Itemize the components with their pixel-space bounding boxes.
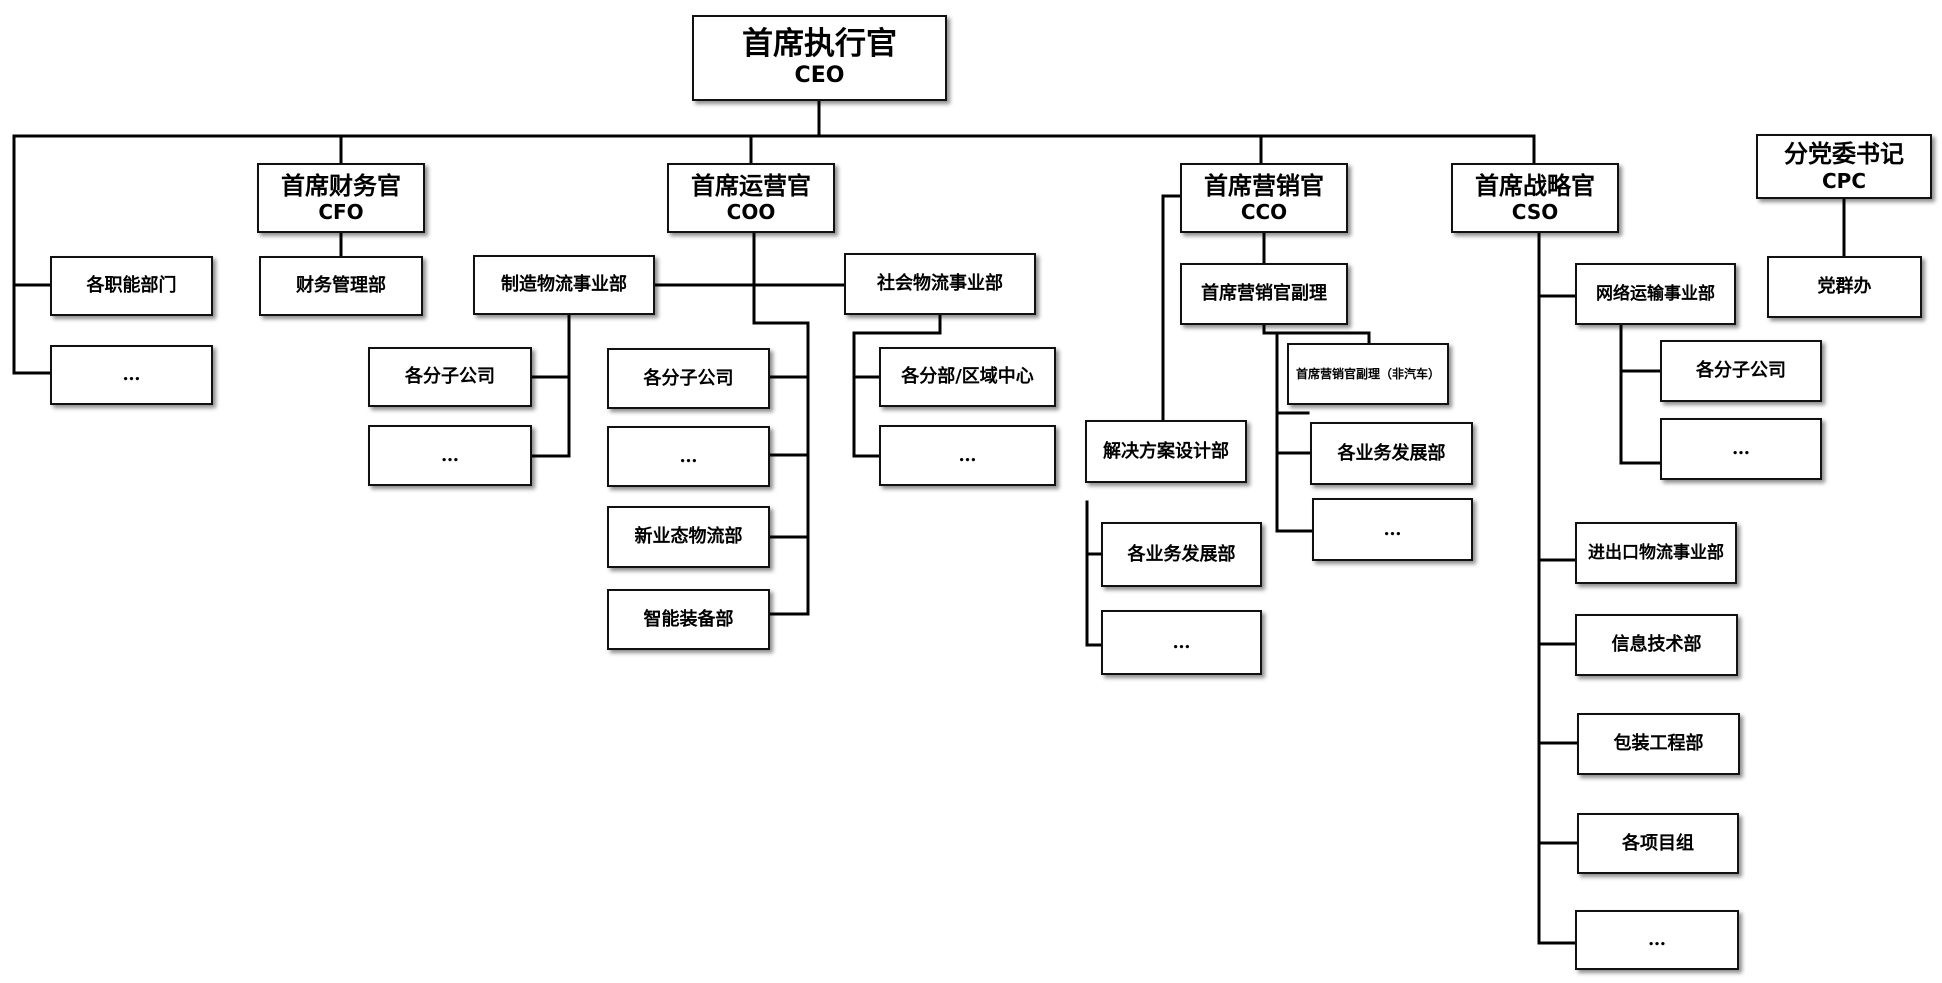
coo-abbr: COO xyxy=(726,200,776,225)
ceo-box[interactable]: 首席执行官 CEO xyxy=(692,15,947,101)
smart-equip-box[interactable]: 智能装备部 xyxy=(607,589,770,650)
cso-box[interactable]: 首席战略官 CSO xyxy=(1451,163,1619,233)
func-depts-box[interactable]: 各职能部门 xyxy=(50,256,213,316)
ceo-more-label: … xyxy=(122,364,141,386)
cfo-abbr: CFO xyxy=(318,200,364,225)
cso-more-box[interactable]: … xyxy=(1575,910,1739,970)
cco-deputy-box[interactable]: 首席营销官副理 xyxy=(1180,263,1348,325)
nonauto-biz-dev-label: 各业务发展部 xyxy=(1337,442,1446,464)
social-branches-box[interactable]: 各分部/区域中心 xyxy=(879,347,1056,407)
cco-box[interactable]: 首席营销官 CCO xyxy=(1180,163,1348,233)
nonauto-more-box[interactable]: … xyxy=(1312,498,1473,561)
mfg-subs-label: 各分子公司 xyxy=(405,366,495,388)
coo-box[interactable]: 首席运营官 COO xyxy=(667,163,835,233)
ceo-more-box[interactable]: … xyxy=(50,345,213,405)
coo-subs-label: 各分子公司 xyxy=(643,367,734,389)
packaging-label: 包装工程部 xyxy=(1613,733,1704,755)
projects-box[interactable]: 各项目组 xyxy=(1577,813,1739,874)
social-more-label: … xyxy=(958,444,977,466)
social-logistics-label: 社会物流事业部 xyxy=(877,273,1003,295)
cco-deputy-nonauto-box[interactable]: 首席营销官副理（非汽车） xyxy=(1287,343,1449,405)
func-depts-label: 各职能部门 xyxy=(86,275,177,297)
coo-subs-box[interactable]: 各分子公司 xyxy=(607,348,770,409)
cco-abbr: CCO xyxy=(1240,200,1288,225)
nonauto-more-label: … xyxy=(1383,518,1402,540)
network-transport-box[interactable]: 网络运输事业部 xyxy=(1575,263,1736,325)
cpc-abbr: CPC xyxy=(1821,168,1866,193)
party-office-label: 党群办 xyxy=(1817,276,1872,298)
party-office-box[interactable]: 党群办 xyxy=(1767,256,1922,318)
cfo-title: 首席财务官 xyxy=(281,171,401,200)
mfg-subs-box[interactable]: 各分子公司 xyxy=(368,347,532,407)
new-biz-box[interactable]: 新业态物流部 xyxy=(607,506,770,568)
cpc-title: 分党委书记 xyxy=(1784,140,1904,169)
packaging-box[interactable]: 包装工程部 xyxy=(1577,713,1740,775)
social-branches-label: 各分部/区域中心 xyxy=(901,366,1034,388)
cco-more-label: … xyxy=(1172,631,1191,653)
net-more-box[interactable]: … xyxy=(1660,418,1822,480)
cco-deputy-nonauto-label: 首席营销官副理（非汽车） xyxy=(1295,366,1440,381)
solution-design-box[interactable]: 解决方案设计部 xyxy=(1085,420,1247,483)
import-export-box[interactable]: 进出口物流事业部 xyxy=(1575,522,1737,584)
coo-title: 首席运营官 xyxy=(691,171,811,200)
smart-equip-label: 智能装备部 xyxy=(643,608,734,630)
net-subs-box[interactable]: 各分子公司 xyxy=(1660,340,1822,402)
it-dept-label: 信息技术部 xyxy=(1611,634,1702,656)
social-more-box[interactable]: … xyxy=(879,425,1056,486)
cso-abbr: CSO xyxy=(1511,200,1559,225)
cso-more-label: … xyxy=(1648,929,1666,951)
network-transport-label: 网络运输事业部 xyxy=(1596,283,1715,304)
cco-title: 首席营销官 xyxy=(1204,171,1324,200)
social-logistics-box[interactable]: 社会物流事业部 xyxy=(844,253,1036,315)
mfg-logistics-label: 制造物流事业部 xyxy=(501,274,627,296)
cco-biz-dev-label: 各业务发展部 xyxy=(1127,543,1236,565)
net-more-label: … xyxy=(1732,438,1750,460)
cpc-box[interactable]: 分党委书记 CPC xyxy=(1756,134,1932,199)
projects-label: 各项目组 xyxy=(1622,832,1694,854)
it-dept-box[interactable]: 信息技术部 xyxy=(1575,614,1738,676)
cfo-box[interactable]: 首席财务官 CFO xyxy=(257,163,425,233)
mfg-more-label: … xyxy=(441,444,459,466)
new-biz-label: 新业态物流部 xyxy=(634,526,743,548)
ceo-abbr: CEO xyxy=(794,63,845,89)
cso-title: 首席战略官 xyxy=(1475,171,1595,200)
coo-more-label: … xyxy=(679,445,698,467)
net-subs-label: 各分子公司 xyxy=(1696,360,1786,382)
coo-more-box[interactable]: … xyxy=(607,426,770,487)
finance-dept-label: 财务管理部 xyxy=(296,275,386,297)
finance-dept-box[interactable]: 财务管理部 xyxy=(259,256,423,316)
cco-biz-dev-box[interactable]: 各业务发展部 xyxy=(1101,522,1262,587)
ceo-title: 首席执行官 xyxy=(742,26,897,63)
mfg-more-box[interactable]: … xyxy=(368,425,532,486)
nonauto-biz-dev-box[interactable]: 各业务发展部 xyxy=(1310,422,1473,485)
cco-deputy-label: 首席营销官副理 xyxy=(1201,283,1327,305)
cco-more-box[interactable]: … xyxy=(1101,610,1262,675)
mfg-logistics-box[interactable]: 制造物流事业部 xyxy=(473,255,655,315)
solution-design-label: 解决方案设计部 xyxy=(1103,440,1229,462)
import-export-label: 进出口物流事业部 xyxy=(1588,542,1724,563)
